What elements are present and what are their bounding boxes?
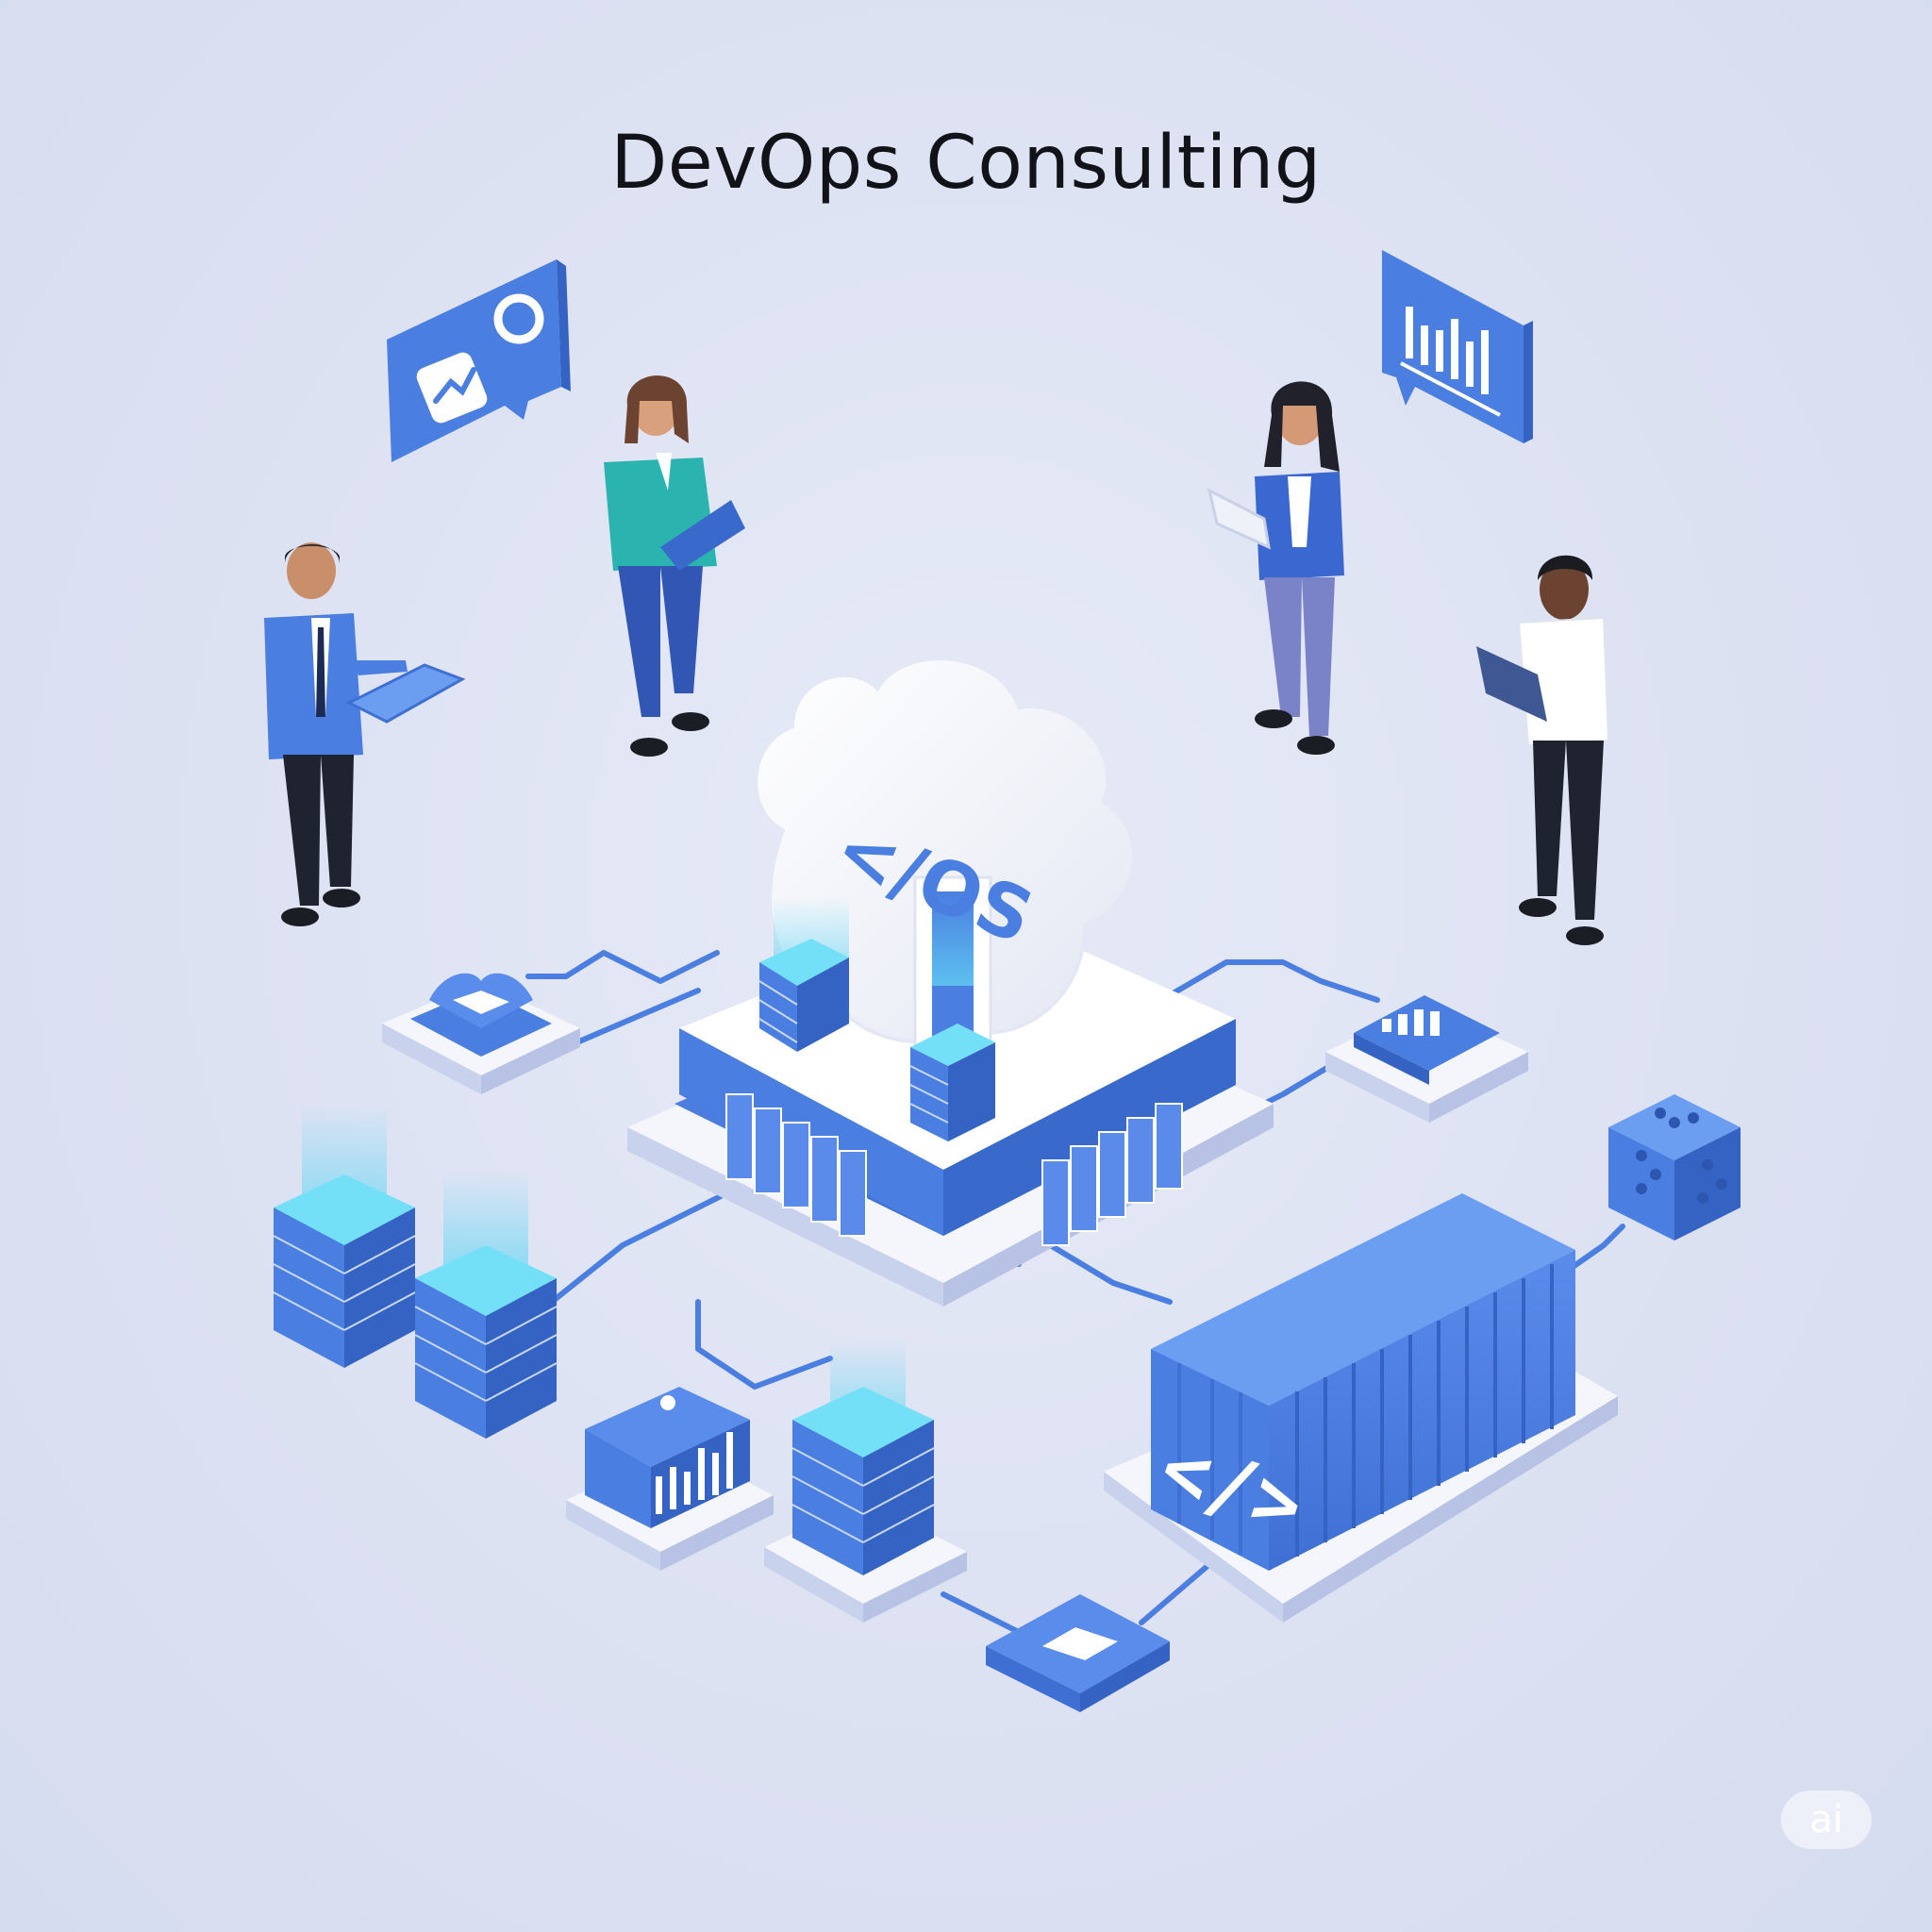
shield-icon — [382, 973, 580, 1094]
checkmark-tile-icon — [986, 1594, 1170, 1712]
connector-line — [1167, 959, 1380, 1003]
server-stack-icon — [758, 896, 849, 1052]
person-man-right — [1476, 555, 1610, 945]
cloud-icon — [754, 657, 1136, 1058]
person-man-left — [264, 542, 466, 926]
platform-server-blades — [725, 1093, 1183, 1246]
server-stack-icon — [273, 1104, 416, 1368]
person-woman-blazer — [1207, 381, 1344, 755]
server-stack-icon — [909, 1024, 995, 1141]
chat-bubble-bar-chart-icon — [1382, 250, 1533, 443]
connector-line — [695, 1299, 833, 1390]
bar-chart-tile-icon — [1325, 995, 1528, 1123]
connector-line — [525, 950, 720, 984]
connector-line — [941, 1563, 1210, 1635]
page-title: DevOps Consulting — [610, 121, 1322, 206]
cube-icon — [1608, 1094, 1740, 1241]
person-woman-teal — [604, 375, 745, 757]
server-stack-icon — [414, 1170, 558, 1439]
chat-bubble-trend-icon — [387, 259, 571, 462]
bar-chart-tile-icon — [566, 1387, 774, 1571]
ai-badge: ai — [1781, 1790, 1872, 1849]
server-stack-icon — [764, 1340, 967, 1623]
shipping-container-icon — [1104, 1193, 1618, 1623]
